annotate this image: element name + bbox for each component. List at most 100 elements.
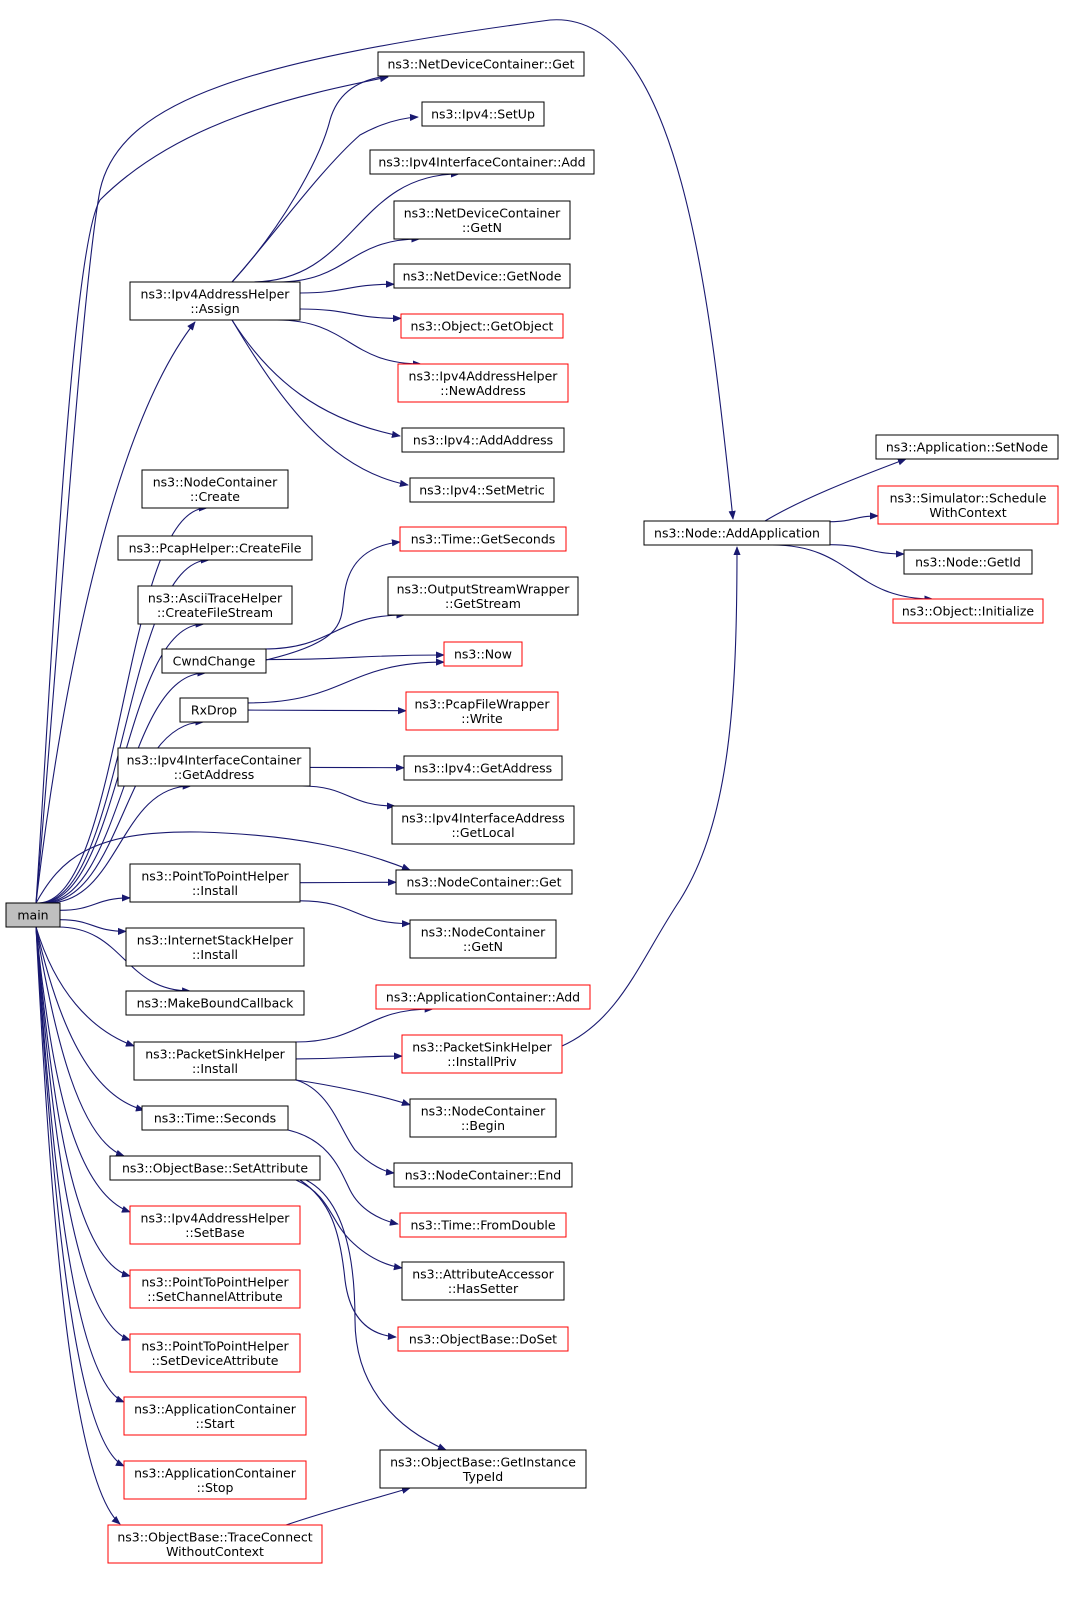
node-nd_getnode[interactable]: ns3::NetDevice::GetNode bbox=[393, 263, 571, 289]
node-ac_stop[interactable]: ns3::ApplicationContainer::Stop bbox=[123, 1460, 307, 1500]
node-time_fromdouble[interactable]: ns3::Time::FromDouble bbox=[399, 1212, 567, 1238]
node-box bbox=[443, 641, 523, 667]
node-time_getseconds[interactable]: ns3::Time::GetSeconds bbox=[399, 526, 567, 552]
nodes-layer: main ns3::NetDeviceContainer::Getns3::Ipv… bbox=[5, 51, 1059, 1564]
node-ac_start[interactable]: ns3::ApplicationContainer::Start bbox=[123, 1396, 307, 1436]
edge-node_addapp-to-node_getid bbox=[829, 544, 905, 558]
node-box bbox=[179, 697, 249, 723]
node-box bbox=[393, 263, 571, 289]
edge-psh_install-to-nc_begin bbox=[295, 1079, 411, 1106]
node-ob_setattr[interactable]: ns3::ObjectBase::SetAttribute bbox=[109, 1155, 321, 1181]
node-nc_end[interactable]: ns3::NodeContainer::End bbox=[393, 1162, 573, 1188]
node-ipv4ah_assign[interactable]: ns3::Ipv4AddressHelper::Assign bbox=[129, 281, 301, 321]
node-node_addapp[interactable]: ns3::Node::AddApplication bbox=[643, 520, 831, 546]
node-main[interactable]: main bbox=[5, 902, 61, 928]
node-time_seconds[interactable]: ns3::Time::Seconds bbox=[141, 1105, 289, 1131]
node-label: ns3::Node::GetId bbox=[915, 555, 1021, 570]
node-box bbox=[133, 1041, 297, 1081]
node-box bbox=[391, 805, 575, 845]
node-label: ns3::Ipv4AddressHelper bbox=[141, 1210, 291, 1225]
node-ipv4ah_newaddr[interactable]: ns3::Ipv4AddressHelper::NewAddress bbox=[397, 363, 569, 403]
node-p2p_install[interactable]: ns3::PointToPointHelper::Install bbox=[129, 863, 301, 903]
edge-main-to-ac_stop bbox=[35, 926, 125, 1467]
edge-psh_install-to-nc_end bbox=[295, 1079, 395, 1176]
node-nc_create[interactable]: ns3::NodeContainer::Create bbox=[141, 469, 289, 509]
node-label: ns3::PacketSinkHelper bbox=[412, 1039, 552, 1054]
node-ac_add[interactable]: ns3::ApplicationContainer::Add bbox=[375, 984, 591, 1010]
node-ipv4_setmetric[interactable]: ns3::Ipv4::SetMetric bbox=[409, 477, 555, 503]
node-pcap_createfile[interactable]: ns3::PcapHelper::CreateFile bbox=[117, 535, 313, 561]
node-pcapfw_write[interactable]: ns3::PcapFileWrapper::Write bbox=[405, 691, 559, 731]
node-ndc_get[interactable]: ns3::NetDeviceContainer::Get bbox=[377, 51, 585, 77]
node-label: ns3::Time::GetSeconds bbox=[411, 532, 556, 547]
node-label: ns3::MakeBoundCallback bbox=[137, 996, 295, 1011]
node-label: WithoutContext bbox=[166, 1544, 264, 1559]
node-osw_getstream[interactable]: ns3::OutputStreamWrapper::GetStream bbox=[387, 576, 579, 616]
edge-main-to-time_seconds bbox=[35, 926, 145, 1112]
node-ipv4ah_setbase[interactable]: ns3::Ipv4AddressHelper::SetBase bbox=[129, 1205, 301, 1245]
edge-ipv4ah_assign-to-obj_getobject bbox=[299, 308, 402, 322]
node-box bbox=[397, 363, 569, 403]
node-box bbox=[399, 526, 567, 552]
node-nc_get[interactable]: ns3::NodeContainer::Get bbox=[395, 869, 573, 895]
node-label: ns3::Ipv4::SetUp bbox=[431, 107, 535, 122]
node-obj_initialize[interactable]: ns3::Object::Initialize bbox=[892, 598, 1044, 624]
node-label: ns3::NetDevice::GetNode bbox=[403, 269, 562, 284]
node-label: ns3::Now bbox=[454, 647, 512, 662]
node-ipv4_setup[interactable]: ns3::Ipv4::SetUp bbox=[421, 101, 545, 127]
edge-main-to-ipv4ah_setbase bbox=[35, 926, 131, 1213]
node-label: ::InstallPriv bbox=[447, 1054, 517, 1069]
edge-ipv4ah_assign-to-ipv4_addaddr bbox=[231, 319, 401, 438]
node-box bbox=[877, 485, 1059, 525]
edge-time_seconds-to-time_fromdouble bbox=[287, 1129, 399, 1226]
node-psh_install[interactable]: ns3::PacketSinkHelper::Install bbox=[133, 1041, 297, 1081]
node-ascii_createfs[interactable]: ns3::AsciiTraceHelper::CreateFileStream bbox=[137, 585, 293, 625]
node-label: ns3::Node::AddApplication bbox=[654, 526, 820, 541]
node-label: ns3::NodeContainer::Get bbox=[407, 875, 562, 890]
node-obj_getobject[interactable]: ns3::Object::GetObject bbox=[400, 313, 564, 339]
node-nc_begin[interactable]: ns3::NodeContainer::Begin bbox=[409, 1098, 557, 1138]
node-box bbox=[409, 919, 557, 959]
node-cwndchange[interactable]: CwndChange bbox=[161, 648, 267, 674]
node-ipv4ic_add[interactable]: ns3::Ipv4InterfaceContainer::Add bbox=[369, 149, 595, 175]
node-rxdrop[interactable]: RxDrop bbox=[179, 697, 249, 723]
node-ipv4_getaddr[interactable]: ns3::Ipv4::GetAddress bbox=[403, 755, 563, 781]
node-label: ::Stop bbox=[197, 1480, 234, 1495]
node-ish_install[interactable]: ns3::InternetStackHelper::Install bbox=[125, 927, 305, 967]
node-ndc_getn[interactable]: ns3::NetDeviceContainer::GetN bbox=[393, 200, 571, 240]
node-makeboundcb[interactable]: ns3::MakeBoundCallback bbox=[125, 990, 305, 1016]
node-box bbox=[875, 434, 1059, 460]
node-p2p_setchanattr[interactable]: ns3::PointToPointHelper::SetChannelAttri… bbox=[129, 1269, 301, 1309]
node-aa_hassetter[interactable]: ns3::AttributeAccessor::HasSetter bbox=[401, 1261, 565, 1301]
node-ipv4ia_getlocal[interactable]: ns3::Ipv4InterfaceAddress::GetLocal bbox=[391, 805, 575, 845]
node-label: ns3::ObjectBase::GetInstance bbox=[390, 1454, 576, 1469]
node-nc_getn[interactable]: ns3::NodeContainer::GetN bbox=[409, 919, 557, 959]
node-node_getid[interactable]: ns3::Node::GetId bbox=[903, 549, 1033, 575]
node-ob_doset[interactable]: ns3::ObjectBase::DoSet bbox=[397, 1326, 569, 1352]
edge-main-to-p2p_setchanattr bbox=[35, 926, 131, 1278]
node-label: ::Begin bbox=[461, 1118, 505, 1133]
edge-ob_setattr-to-ob_doset bbox=[299, 1179, 397, 1340]
node-ipv4ic_getaddr[interactable]: ns3::Ipv4InterfaceContainer::GetAddress bbox=[117, 747, 311, 787]
node-box bbox=[377, 51, 585, 77]
node-ipv4_addaddr[interactable]: ns3::Ipv4::AddAddress bbox=[401, 427, 565, 453]
node-label: ::GetAddress bbox=[174, 767, 254, 782]
node-app_setnode[interactable]: ns3::Application::SetNode bbox=[875, 434, 1059, 460]
node-label: ns3::ApplicationContainer::Add bbox=[386, 990, 580, 1005]
node-box bbox=[125, 927, 305, 967]
node-box bbox=[129, 1205, 301, 1245]
edge-ipv4ic_getaddr-to-ipv4ia_getlocal bbox=[302, 785, 396, 810]
edge-main-to-ipv4ic_getaddr bbox=[47, 782, 192, 904]
node-now[interactable]: ns3::Now bbox=[443, 641, 523, 667]
node-label: ns3::InternetStackHelper bbox=[137, 932, 294, 947]
edge-cwndchange-to-now bbox=[265, 651, 445, 661]
node-label: ns3::Simulator::Schedule bbox=[890, 490, 1047, 505]
node-ob_traceconnect[interactable]: ns3::ObjectBase::TraceConnectWithoutCont… bbox=[107, 1524, 323, 1564]
node-box bbox=[141, 469, 289, 509]
node-label: ::GetStream bbox=[445, 596, 521, 611]
node-p2p_setdevattr[interactable]: ns3::PointToPointHelper::SetDeviceAttrib… bbox=[129, 1333, 301, 1373]
node-box bbox=[403, 755, 563, 781]
node-psh_installpriv[interactable]: ns3::PacketSinkHelper::InstallPriv bbox=[401, 1034, 563, 1074]
